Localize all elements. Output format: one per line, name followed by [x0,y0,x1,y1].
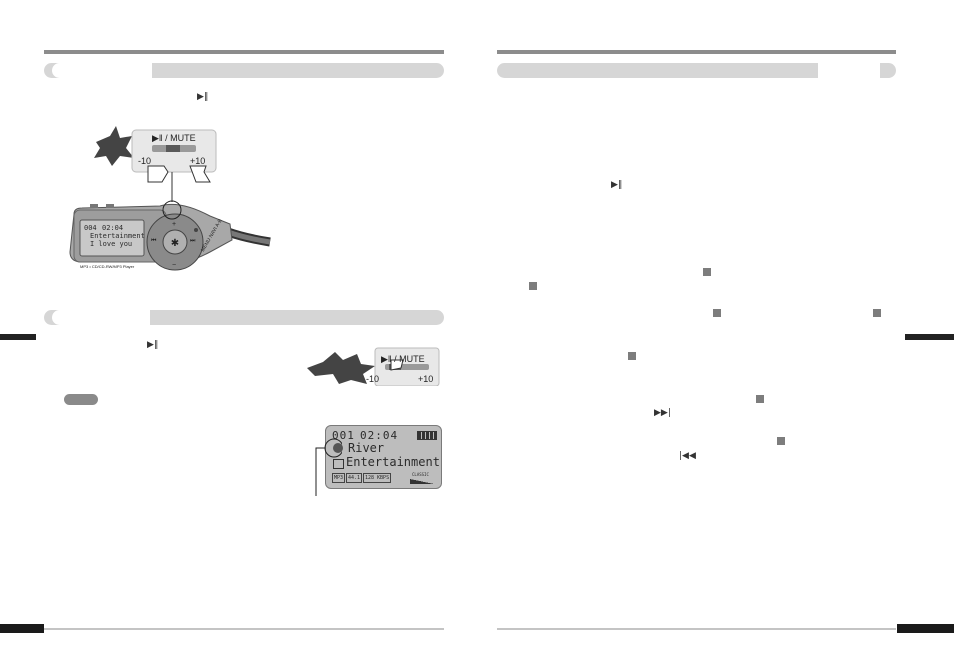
right-bottom-rule [497,628,896,630]
device-model-text: MP3 • CD/CD-RW/MP3 Player [80,264,135,269]
play-pause-icon-2: ▶‖ [147,340,159,350]
left-side-tab [0,334,36,340]
right-play-pause-icon: ▶‖ [611,180,623,190]
left-section-number-cap-2 [52,310,150,325]
device-screen-track: 004 [84,224,97,232]
right-section-bar [497,63,896,78]
mute-callout-illustration [307,347,440,386]
minus-10-label: -10 [138,156,152,166]
step-marker-2 [529,282,537,290]
right-side-tab [905,334,954,340]
lcd-indicator-mp3: MP3 [332,473,346,483]
device-screen-line2: I love you [90,240,133,248]
callout-plus-label: +10 [418,374,434,384]
lcd-time: 02:04 [360,429,399,442]
callout-button-label: ▶‖ / MUTE [381,354,425,364]
battery-icon [417,431,437,440]
step-marker-5 [628,352,636,360]
finger-press-icon [390,359,404,371]
svg-text:✱: ✱ [171,238,179,249]
plus-10-label: +10 [190,156,206,166]
disc-icon [333,443,343,453]
left-bottom-rule [44,628,444,630]
lcd-track: 001 [332,429,355,442]
wheel-minus-label: − [172,262,177,269]
button-label: ▶‖ / MUTE [152,133,196,143]
device-screen-time: 02:04 [102,224,124,232]
callout-minus-label: -10 [366,374,380,384]
step-marker-3 [713,309,721,317]
step-marker-6 [756,395,764,403]
folder-icon [333,459,344,469]
fast-forward-icon: ▶▶| [654,408,671,418]
wheel-prev-label: ⏮ [151,238,157,244]
lcd-line1: River [348,441,385,455]
lcd-pointer [315,438,342,496]
left-top-rule [44,50,444,54]
note-badge [64,394,98,405]
lcd-indicator-khz: 44.1 [346,473,363,483]
device-illustration: ✱ [69,126,271,271]
wheel-plus-label: + [172,221,177,228]
wheel-next-label: ⏭ [190,238,196,244]
lcd-eq-label: CLASSIC [412,472,429,477]
device-screen-line1: Entertainment [90,232,145,240]
step-marker-1 [703,268,711,276]
lcd-line2: Entertainment [346,455,440,469]
device-screen [79,219,145,257]
button-highlight-circle [162,200,182,220]
play-pause-icon: ▶‖ [197,92,209,102]
left-section-number-cap-1 [52,63,152,78]
press-burst-icon-2 [307,352,375,384]
press-burst-icon [94,126,134,166]
finger-right-icon [189,165,211,183]
rewind-icon: |◀◀ [679,451,696,461]
step-marker-7 [777,437,785,445]
eq-bars-icon [410,479,434,484]
finger-left-icon [147,165,169,183]
lcd-indicator-kbps: 128 KBPS [363,473,392,483]
left-page-number-tab [0,624,44,633]
right-page-number-tab [897,624,954,633]
lcd-display: 001 02:04 River Entertainment MP3 44.1 1… [325,425,442,489]
right-top-rule [497,50,896,54]
step-marker-4 [873,309,881,317]
right-section-number-cap [818,63,880,78]
